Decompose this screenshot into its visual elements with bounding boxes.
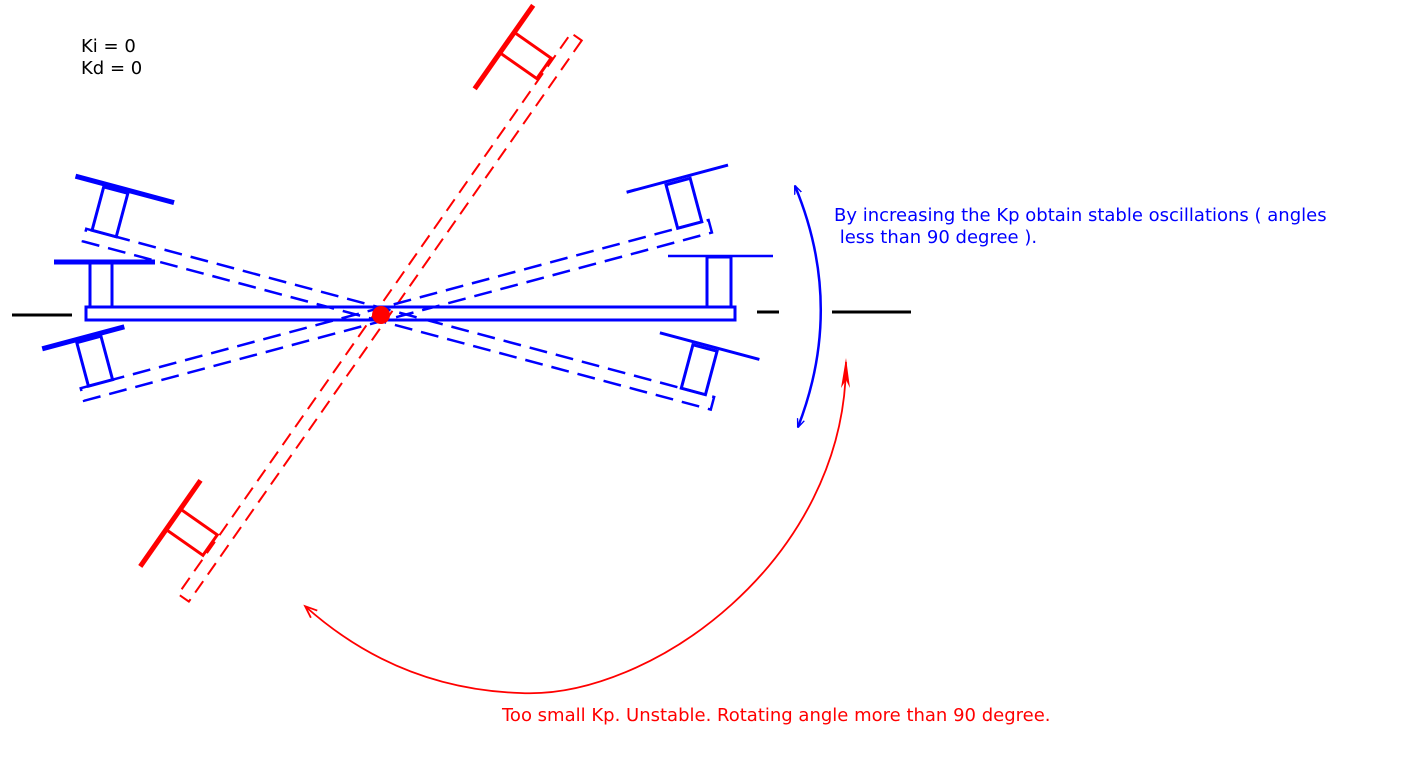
- unstable-rotation-arrow: [303, 361, 847, 695]
- oscillation-arm-2: [41, 163, 729, 403]
- motor-left: [472, 3, 554, 91]
- pivot-point: [372, 306, 390, 324]
- motor-right: [138, 478, 220, 568]
- kd-label: Kd = 0: [81, 58, 142, 79]
- unstable-annotation: Too small Kp. Unstable. Rotating angle m…: [501, 705, 1051, 726]
- arrowhead-icon: [841, 358, 850, 388]
- reference-line: [12, 310, 911, 317]
- ki-label: Ki = 0: [81, 36, 136, 57]
- stable-annotation-line1: By increasing the Kp obtain stable oscil…: [834, 205, 1327, 226]
- stable-oscillation-arrow: [793, 186, 822, 427]
- oscillation-arm-1: [74, 173, 760, 412]
- stable-annotation-line2: less than 90 degree ).: [834, 227, 1037, 248]
- balanced-arm: [54, 254, 773, 322]
